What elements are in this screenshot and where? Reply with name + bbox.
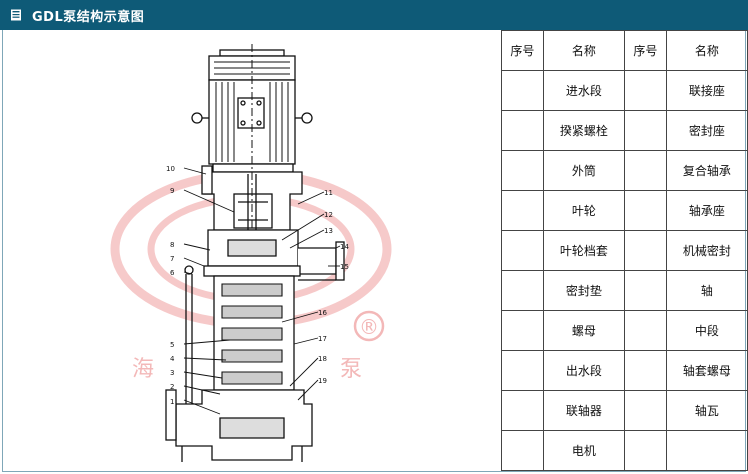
callout-17: 17 xyxy=(318,335,327,343)
cell-name: 复合轴承 xyxy=(665,150,748,191)
cell-name: 揆紧螺栓 xyxy=(542,110,625,151)
table-row: 进水段联接座 xyxy=(501,70,748,111)
callout-leaders xyxy=(183,167,341,415)
registered-mark: ® xyxy=(353,310,385,342)
cell-name: 轴 xyxy=(665,270,748,311)
cell-name: 联轴器 xyxy=(542,390,625,431)
callout-1: 1 xyxy=(170,398,174,406)
cell-name: 电机 xyxy=(542,430,625,471)
col-header-index-2: 序号 xyxy=(623,30,667,71)
callout-4: 4 xyxy=(170,355,175,363)
cell-name: 联接座 xyxy=(665,70,748,111)
cell-name: 机械密封 xyxy=(665,230,748,271)
watermark-char-right: 泵 xyxy=(340,357,362,382)
cell-index xyxy=(623,150,667,191)
page-title: GDL泵结构示意图 xyxy=(32,10,145,25)
cell-index xyxy=(501,190,544,231)
cell-index xyxy=(623,390,667,431)
cell-index xyxy=(501,350,544,391)
cell-index xyxy=(623,70,667,111)
cell-index xyxy=(623,110,667,151)
callout-3: 3 xyxy=(170,369,174,377)
watermark-char-left: 海 xyxy=(132,357,154,382)
cell-name: 出水段 xyxy=(542,350,625,391)
document-icon xyxy=(11,9,21,21)
table-row: 电机 xyxy=(501,430,748,471)
cell-index xyxy=(623,190,667,231)
cell-name: 轴承座 xyxy=(665,190,748,231)
callout-numbers: 1 2 3 4 5 6 7 8 9 10 11 12 13 14 15 16 1… xyxy=(166,165,349,406)
title-bar: GDL泵结构示意图 xyxy=(0,0,748,30)
table-row: 出水段轴套螺母 xyxy=(501,350,748,391)
cell-index xyxy=(501,150,544,191)
table-row: 揆紧螺栓密封座 xyxy=(501,110,748,151)
cell-name: 密封座 xyxy=(665,110,748,151)
outlet-section xyxy=(203,229,345,281)
cell-name: 叶轮档套 xyxy=(542,230,625,271)
col-header-name-1: 名称 xyxy=(542,30,625,71)
cell-name: 密封垫 xyxy=(542,270,625,311)
cell-name: 螺母 xyxy=(542,310,625,351)
table-row: 螺母中段 xyxy=(501,310,748,351)
cell-index xyxy=(501,310,544,351)
cell-index xyxy=(501,110,544,151)
cell-index xyxy=(501,70,544,111)
outer-barrel xyxy=(184,265,295,424)
table-row: 密封垫轴 xyxy=(501,270,748,311)
table-header-row: 序号 名称 序号 名称 xyxy=(501,30,748,71)
callout-9: 9 xyxy=(170,187,174,195)
callout-13: 13 xyxy=(324,227,333,235)
cell-index xyxy=(623,270,667,311)
cell-name: 外筒 xyxy=(542,150,625,191)
cell-name: 进水段 xyxy=(542,70,625,111)
registered-mark-text: ® xyxy=(359,315,379,339)
cell-name: 中段 xyxy=(665,310,748,351)
callout-12: 12 xyxy=(324,211,333,219)
cell-name xyxy=(665,430,748,471)
callout-14: 14 xyxy=(340,243,349,251)
callout-10: 10 xyxy=(166,165,175,173)
table-row: 外筒复合轴承 xyxy=(501,150,748,191)
col-header-name-2: 名称 xyxy=(665,30,748,71)
callout-5: 5 xyxy=(170,341,174,349)
callout-15: 15 xyxy=(340,263,349,271)
cell-index xyxy=(501,430,544,471)
callout-11: 11 xyxy=(324,189,333,197)
callout-2: 2 xyxy=(170,383,174,391)
callout-7: 7 xyxy=(170,255,174,263)
col-header-index-1: 序号 xyxy=(501,30,544,71)
callout-16: 16 xyxy=(318,309,327,317)
parts-table: 序号 名称 序号 名称 进水段联接座 揆紧螺栓密封座 外筒复合轴承 叶轮轴承座 … xyxy=(501,30,748,471)
cell-name: 叶轮 xyxy=(542,190,625,231)
table-row: 叶轮档套机械密封 xyxy=(501,230,748,271)
cell-index xyxy=(623,310,667,351)
callout-6: 6 xyxy=(170,269,175,277)
cell-index xyxy=(623,230,667,271)
inlet-base xyxy=(165,389,313,462)
cell-name: 轴套螺母 xyxy=(665,350,748,391)
cell-index xyxy=(501,230,544,271)
table-row: 联轴器轴瓦 xyxy=(501,390,748,431)
callout-19: 19 xyxy=(318,377,327,385)
cell-name: 轴瓦 xyxy=(665,390,748,431)
cell-index xyxy=(501,270,544,311)
cell-index xyxy=(623,430,667,471)
pump-structure-diagram: 海 泵 ® xyxy=(110,44,392,462)
cell-index xyxy=(501,390,544,431)
cell-index xyxy=(623,350,667,391)
table-row: 叶轮轴承座 xyxy=(501,190,748,231)
callout-8: 8 xyxy=(170,241,174,249)
callout-18: 18 xyxy=(318,355,327,363)
